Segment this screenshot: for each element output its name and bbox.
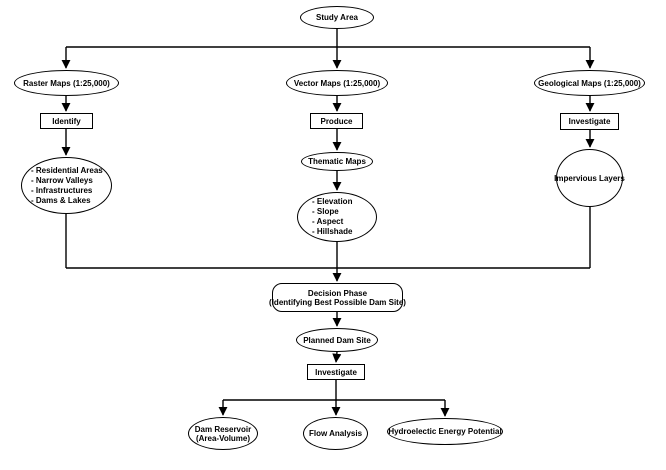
list-item: - Slope [312,207,339,216]
node-decision-phase: Decision Phase (Identifying Best Possibl… [269,283,406,312]
node-produce: Produce [310,113,363,129]
node-flow-analysis: Flow Analysis [303,417,368,450]
connector-planned-investigate [332,351,342,363]
node-impervious-layers: Impervious Layers [554,149,625,207]
node-thematic-maps: Thematic Maps [301,152,373,171]
list-item: - Hillshade [312,227,353,236]
list-item: - Aspect [312,217,344,226]
list-item: - Dams & Lakes [31,195,91,205]
node-label: Study Area [316,13,358,22]
node-geological-maps: Geological Maps (1:25,000) [534,70,645,96]
node-label: Geological Maps (1:25,000) [538,78,641,88]
node-study-area: Study Area [300,6,374,29]
node-label: Vector Maps (1:25,000) [293,78,381,88]
node-label: Investigate [315,367,357,377]
node-raster-outputs-list: - Residential Areas - Narrow Valleys - I… [21,157,112,214]
list-item: - Elevation [312,197,353,206]
node-identify: Identify [40,113,93,129]
node-label: Raster Maps (1:25,000) [23,78,110,88]
node-investigate-site: Investigate [307,364,365,380]
node-label-line: (Area-Volume) [195,433,251,443]
list-item: - Residential Areas [31,165,103,175]
node-vector-maps: Vector Maps (1:25,000) [286,70,388,96]
node-label: Impervious Layers [554,173,625,183]
node-label-line: (Identifying Best Possible Dam Site) [269,297,406,307]
node-investigate-geology: Investigate [560,113,619,130]
list-item: - Infrastructures [31,185,93,195]
node-label: Produce [320,116,353,126]
node-label-line: Decision Phase [307,288,368,298]
node-label: Flow Analysis [308,429,363,438]
list-item: - Narrow Valleys [31,175,93,185]
node-label: Identify [52,116,81,126]
node-dam-reservoir: Dam Reservoir (Area-Volume) [188,417,258,450]
node-hydroelectric-potential: Hydroelectic Energy Potential [387,418,503,445]
node-label-line: Dam Reservoir [194,424,252,434]
node-planned-dam-site: Planned Dam Site [296,328,378,352]
node-label: Planned Dam Site [303,335,371,345]
node-label: Thematic Maps [308,157,366,166]
node-label: Hydroelectic Energy Potential [388,427,502,436]
node-raster-maps: Raster Maps (1:25,000) [14,70,119,96]
node-label: Investigate [568,117,611,126]
node-thematic-outputs-list: - Elevation - Slope - Aspect - Hillshade [297,192,377,242]
